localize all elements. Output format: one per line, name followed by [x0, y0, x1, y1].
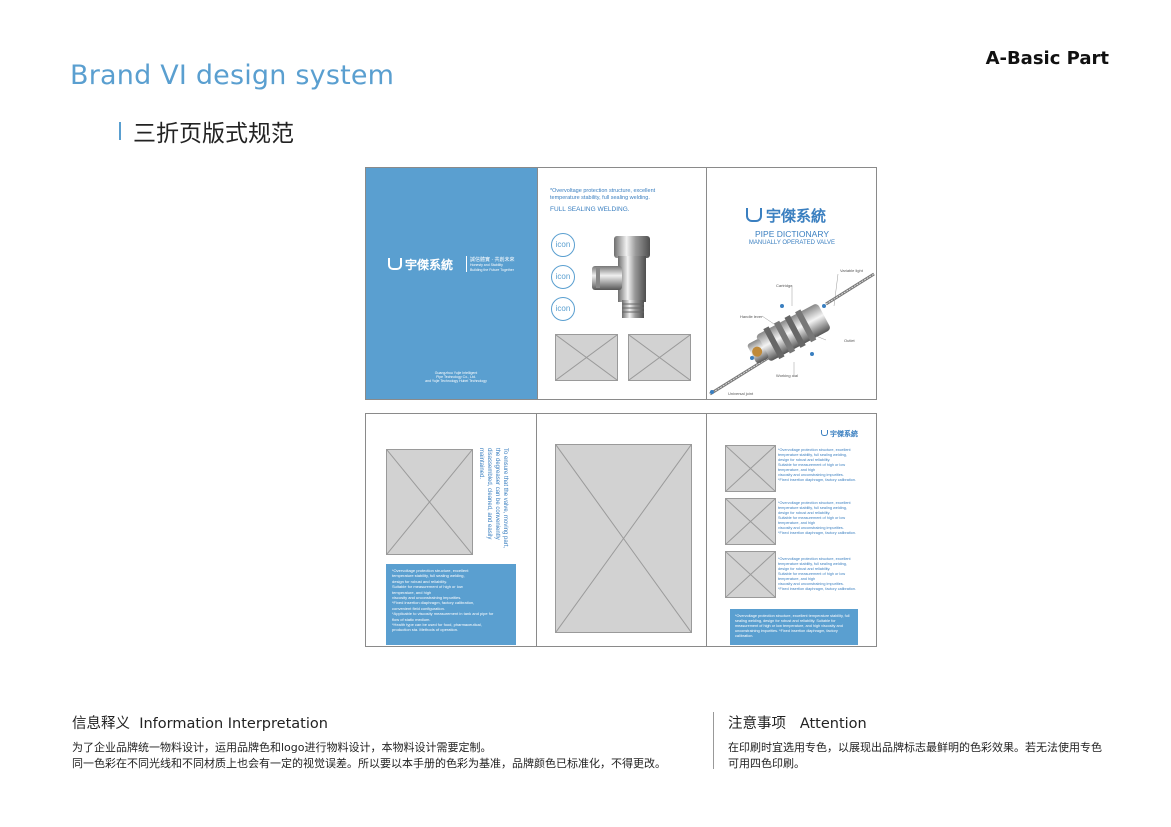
- feature-heading: FULL SEALING WELDING.: [550, 206, 630, 213]
- image-placeholder: [628, 334, 691, 381]
- brand-title: Brand VI design system: [70, 60, 395, 91]
- item-line: Suitable for measurement of high or low: [778, 516, 846, 520]
- image-placeholder: [725, 445, 776, 492]
- item-line: temperature stability, full sealing weld…: [778, 506, 847, 510]
- info-line: design for robust and reliability.: [392, 578, 448, 584]
- info-line: convenient field configuration.: [392, 605, 445, 611]
- item-text: *Overvoltage protection structure, excel…: [778, 501, 873, 536]
- feature-icon-2: icon: [551, 265, 575, 289]
- item-text: *Overvoltage protection structure, excel…: [778, 448, 873, 483]
- feature-icon-3: icon: [551, 297, 575, 321]
- info-line-2: 同一色彩在不同光线和不同材质上也会有一定的视觉误差。所以要以本手册的色彩为基准，…: [72, 757, 666, 770]
- info-line: *Fixed insertion diaphragm, factory cali…: [392, 600, 475, 606]
- attention-line-1: 在印刷时宜选用专色，以展现出品牌标志最鲜明的色彩效果。若无法使用专色: [728, 741, 1102, 754]
- item-line: viscosity and unconstraining impurities.: [778, 526, 844, 530]
- item-line: temperature, and high: [778, 521, 816, 525]
- back-panel: 宇傑系統 誠信體實 · 共創未來 Honesty and Stability B…: [366, 168, 537, 399]
- image-placeholder: [386, 449, 473, 555]
- section-tag: A-Basic Part: [985, 48, 1109, 69]
- company-line: Pipe Technology Co., Ltd.: [436, 375, 476, 379]
- company-line: Guangzhou Yujie Intelligent: [434, 371, 478, 375]
- cover-logo: 宇傑系統: [746, 205, 826, 226]
- diagram-label: Working dial: [776, 373, 798, 378]
- image-placeholder: [555, 334, 618, 381]
- diagram-label: Cartridge: [776, 283, 793, 288]
- right-info-box: *Overvoltage protection structure, excel…: [730, 609, 858, 645]
- image-placeholder: [725, 498, 776, 545]
- item-line: viscosity and unconstraining impurities.: [778, 473, 844, 477]
- logo-text: 宇傑系統: [405, 258, 454, 272]
- left-info-box: *Overvoltage protection structure, excel…: [386, 564, 516, 645]
- item-line: *Fixed insertion diaphragm, factory cali…: [778, 478, 857, 482]
- slogan-en-2: Building the Future Together: [470, 267, 514, 272]
- vertical-caption: To ensure that the valve, moving part, t…: [479, 448, 508, 549]
- item-line: temperature stability, full sealing weld…: [778, 562, 847, 566]
- left-info-text: *Overvoltage protection structure, excel…: [386, 564, 516, 637]
- slogan: 誠信體實 · 共創未來 Honesty and Stability Buildi…: [470, 257, 514, 272]
- logo-mark-icon: [388, 258, 402, 270]
- image-placeholder-large: [555, 444, 692, 633]
- valve-diagram: [709, 272, 875, 396]
- cover-subtitle: MANUALLY OPERATED VALVE: [748, 240, 836, 246]
- valve-product-image: [592, 236, 650, 318]
- item-line: *Overvoltage protection structure, excel…: [778, 448, 851, 452]
- logo-divider: [466, 256, 467, 272]
- info-line: temperature stability, full sealing weld…: [392, 573, 465, 579]
- info-line: *Health type can be used for food, pharm…: [392, 622, 482, 628]
- outer-spread: 宇傑系統 誠信體實 · 共創未來 Honesty and Stability B…: [365, 167, 877, 400]
- info-line: *Overvoltage protection structure, excel…: [392, 568, 469, 573]
- attention-line-2: 可用四色印刷。: [728, 757, 805, 770]
- page-subtitle: 三折页版式规范: [133, 121, 294, 147]
- right-info-text: *Overvoltage protection structure, excel…: [735, 614, 850, 638]
- feature-text: *Overvoltage protection structure, excel…: [550, 188, 656, 201]
- right-logo-text: 宇傑系統: [830, 431, 858, 438]
- attention-heading: 注意事项 Attention: [728, 716, 867, 732]
- item-line: temperature, and high: [778, 468, 816, 472]
- company-info: Guangzhou Yujie Intelligent Pipe Technol…: [416, 371, 496, 383]
- info-line: flow of static medium.: [392, 616, 431, 622]
- info-line: production sta. Methods of operation.: [392, 627, 459, 633]
- slogan-en-1: Honesty and Stability: [470, 263, 503, 267]
- logo-mark-icon: [821, 430, 828, 436]
- fold-line: [536, 414, 537, 646]
- logo-mark-icon: [746, 208, 762, 222]
- subtitle-accent-bar: [119, 122, 121, 140]
- item-line: Suitable for measurement of high or low: [778, 572, 846, 576]
- diagram-label: Universal joint: [728, 391, 754, 396]
- fold-line: [537, 168, 538, 399]
- item-line: temperature, and high: [778, 577, 816, 581]
- item-text: *Overvoltage protection structure, excel…: [778, 557, 873, 592]
- company-line: and Yujie Technology Hubei Technology: [425, 379, 487, 383]
- fold-line: [706, 168, 707, 399]
- attention-divider: [713, 712, 714, 769]
- diagram-label: Variable light: [840, 268, 863, 273]
- fold-line: [706, 414, 707, 646]
- cover-title: PIPE DICTIONARY: [755, 229, 829, 239]
- cover-logo-text: 宇傑系統: [766, 208, 827, 225]
- diagram-label: Outlet: [844, 338, 855, 343]
- feature-icon-1: icon: [551, 233, 575, 257]
- brand-logo: 宇傑系統: [388, 256, 453, 273]
- image-placeholder: [725, 551, 776, 598]
- item-line: *Overvoltage protection structure, excel…: [778, 501, 851, 505]
- item-line: design for robust and reliability.: [778, 458, 831, 462]
- item-line: design for robust and reliability.: [778, 567, 831, 571]
- item-line: viscosity and unconstraining impurities.: [778, 582, 844, 586]
- info-line: Suitable for measurement of high or low: [392, 584, 463, 590]
- slogan-cn: 誠信體實 · 共創未來: [470, 257, 515, 263]
- item-line: Suitable for measurement of high or low: [778, 463, 846, 467]
- info-line: viscosity and unconstraining impurities.: [392, 595, 462, 601]
- info-line: temperature, and high: [392, 589, 432, 595]
- item-line: *Fixed insertion diaphragm, factory cali…: [778, 531, 857, 535]
- item-line: design for robust and reliability.: [778, 511, 831, 515]
- info-line-1: 为了企业品牌统一物料设计，运用品牌色和logo进行物料设计，本物料设计需要定制。: [72, 741, 492, 754]
- diagram-label: Handle lever: [740, 314, 763, 319]
- info-heading: 信息释义 Information Interpretation: [72, 716, 328, 732]
- item-line: *Overvoltage protection structure, excel…: [778, 557, 851, 561]
- item-line: *Fixed insertion diaphragm, factory cali…: [778, 587, 857, 591]
- inner-spread: To ensure that the valve, moving part, t…: [365, 413, 877, 647]
- item-line: temperature stability, full sealing weld…: [778, 453, 847, 457]
- info-line: *Applicable to viscosity measurement in …: [392, 611, 494, 617]
- right-logo: 宇傑系統: [821, 429, 858, 439]
